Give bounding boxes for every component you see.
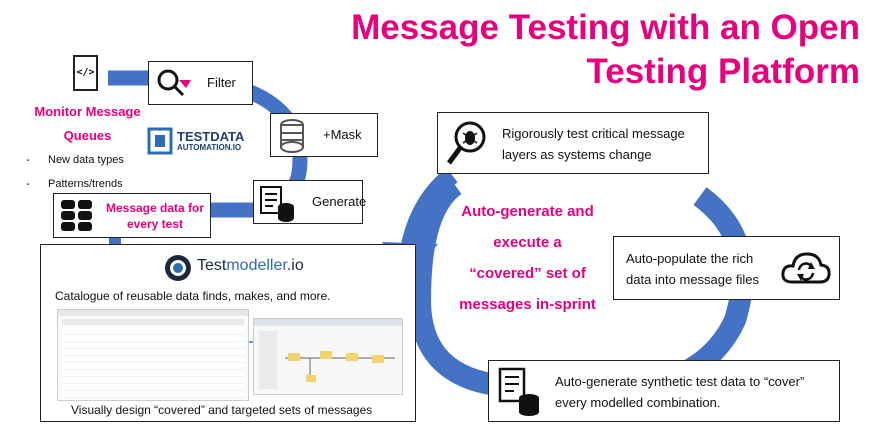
- testdata-logo-line-2: AUTOMATION.IO: [177, 143, 242, 152]
- catalogue-label: Catalogue of reusable data finds, makes,…: [55, 289, 331, 303]
- circuit-logo-icon: [147, 127, 173, 155]
- rigorous-box: Rigorously test critical message layers …: [437, 112, 709, 174]
- bullet-item: - Patterns/trends: [26, 178, 123, 190]
- message-data-box: Message data for every test: [53, 193, 211, 238]
- message-data-label: Message data for every test: [105, 201, 205, 231]
- populate-label: Auto-populate the rich data into message…: [626, 251, 759, 287]
- center-text: Auto-generate and execute a “covered” se…: [445, 196, 610, 320]
- settings-logo-icon: [165, 255, 191, 281]
- ring-left-arc: [408, 176, 507, 397]
- bug-search-icon: [446, 121, 486, 165]
- database-icon: [280, 119, 304, 153]
- search-filter-icon: [157, 69, 191, 97]
- testmodeller-box: Testmodeller.io Catalogue of reusable da…: [40, 244, 416, 422]
- center-text-line: messages in-sprint: [459, 296, 596, 313]
- bullet-item: - New data types: [26, 154, 124, 166]
- title-line-2: Testing Platform: [586, 52, 860, 91]
- code-icon: </>: [73, 55, 98, 91]
- database-stack-icon: [61, 200, 92, 231]
- generate-box: Generate: [253, 180, 367, 224]
- populate-box: Auto-populate the rich data into message…: [613, 236, 840, 300]
- synthetic-label: Auto-generate synthetic test data to “co…: [555, 374, 805, 410]
- rigorous-label: Rigorously test critical message layers …: [502, 126, 685, 162]
- synthetic-box: Auto-generate synthetic test data to “co…: [488, 360, 840, 422]
- catalogue-screenshot: [57, 309, 249, 401]
- checklist-database-icon: [498, 367, 539, 416]
- title: Message Testing with an Open Testing Pla…: [240, 6, 860, 94]
- filter-box: Filter: [148, 61, 253, 105]
- center-text-line: execute a: [493, 234, 562, 251]
- title-line-1: Message Testing with an Open: [351, 8, 860, 47]
- filter-label: Filter: [207, 75, 236, 90]
- checklist-database-icon: [260, 186, 294, 222]
- flow-diagram-thumbnail: [285, 351, 395, 382]
- visual-design-label: Visually design “covered” and targeted s…: [71, 403, 373, 417]
- mask-box: +Mask: [270, 113, 378, 157]
- monitor-label: Monitor Message Queues: [34, 104, 141, 143]
- testdata-logo-line-1: TESTDATA: [177, 129, 245, 144]
- testdata-logo: TESTDATA AUTOMATION.IO: [147, 127, 244, 160]
- generate-label: Generate: [312, 194, 367, 209]
- mask-label: +Mask: [323, 127, 362, 142]
- center-text-line: “covered” set of: [469, 265, 586, 282]
- testmodeller-logo: Testmodeller.io: [197, 257, 304, 274]
- flow-screenshot: [253, 318, 403, 395]
- center-text-line: Auto-generate and: [461, 203, 594, 220]
- ring-arrow-tail: [401, 167, 458, 248]
- monitor-bullets: - New data types - Patterns/trends: [26, 148, 124, 196]
- cloud-sync-icon: [781, 252, 831, 284]
